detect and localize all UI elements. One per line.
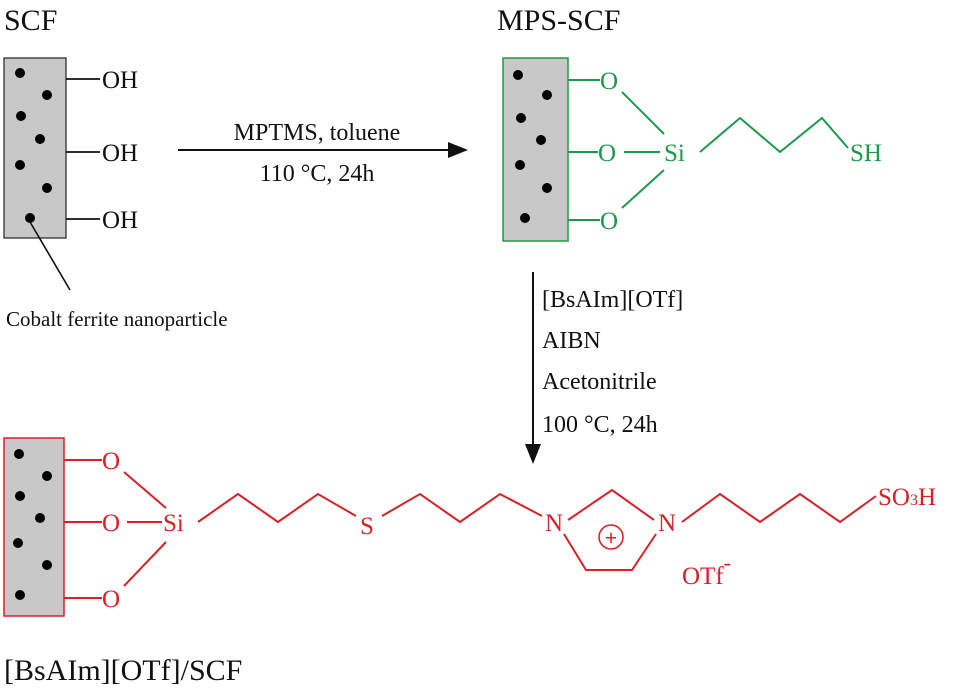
step2-solvent: Acetonitrile xyxy=(542,369,657,395)
oxygen-label: O xyxy=(102,448,120,475)
nitrogen-label: N xyxy=(545,510,563,537)
cobalt-pointer-line xyxy=(29,221,71,291)
oxygen-label: O xyxy=(102,586,120,613)
cobalt-label: Cobalt ferrite nanoparticle xyxy=(6,307,228,331)
step2-conditions: 100 °C, 24h xyxy=(542,412,658,438)
product-title: [BsAIm][OTf]/SCF xyxy=(4,654,242,687)
triflate-anion-label: OTf- xyxy=(682,550,731,590)
hydroxyl-label: OH xyxy=(102,207,138,234)
thiol-label: SH xyxy=(850,140,882,167)
hydroxyl-label: OH xyxy=(102,140,138,167)
mps-scf-bonds xyxy=(568,79,849,221)
step2-arrow xyxy=(525,272,541,464)
product-particle xyxy=(3,437,65,617)
oxygen-label: O xyxy=(600,68,618,95)
oxygen-label: O xyxy=(600,208,618,235)
step2-reagent: [BsAIm][OTf] xyxy=(542,287,683,313)
nitrogen-label: N xyxy=(658,510,676,537)
scf-hydroxyl-bonds xyxy=(66,78,100,220)
sulfonic-acid-label: SO3H xyxy=(878,484,936,511)
silicon-label: Si xyxy=(664,140,685,167)
plus-sign: + xyxy=(605,525,618,550)
mps-scf-particle xyxy=(502,57,569,242)
oxygen-label: O xyxy=(102,510,120,537)
mps-scf-title: MPS-SCF xyxy=(497,4,620,37)
product-bonds xyxy=(64,459,877,599)
scf-title: SCF xyxy=(4,4,57,37)
scf-particle xyxy=(3,57,67,239)
step2-initiator: AIBN xyxy=(542,328,601,354)
sulfur-label: S xyxy=(360,513,374,540)
oxygen-label: O xyxy=(598,140,616,167)
cation-charge-icon: + xyxy=(598,524,624,550)
silicon-label: Si xyxy=(163,510,184,537)
step1-arrow xyxy=(178,142,468,158)
step1-reagents: MPTMS, toluene xyxy=(234,120,401,146)
hydroxyl-label: OH xyxy=(102,67,138,94)
step1-conditions: 110 °C, 24h xyxy=(260,161,375,187)
